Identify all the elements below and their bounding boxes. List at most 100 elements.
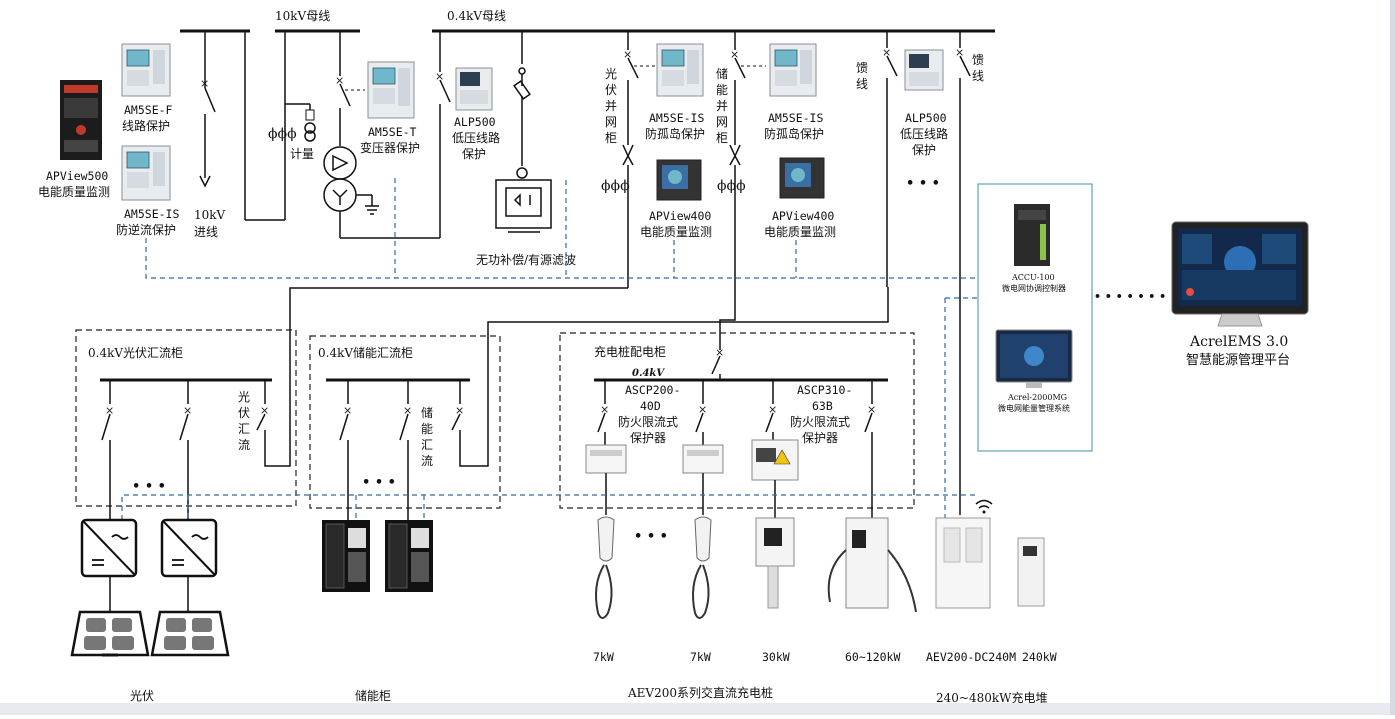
ascp200-device-a bbox=[585, 444, 627, 474]
feeder-b-0: 馈 bbox=[972, 53, 984, 67]
apview400-a-device bbox=[656, 159, 702, 201]
svg-text:×: × bbox=[403, 404, 412, 417]
charging-pile-aev200 bbox=[935, 499, 993, 609]
am5se-is-a-model: AM5SE-IS bbox=[649, 111, 704, 125]
comm-line-lower bbox=[121, 494, 978, 520]
am5se-t-desc: 变压器保护 bbox=[360, 140, 420, 155]
charging-terminal-240kw bbox=[1017, 537, 1045, 607]
pv-panel-1 bbox=[70, 610, 150, 657]
alp500-a-model: ALP500 bbox=[454, 115, 496, 129]
svg-text:×: × bbox=[730, 48, 739, 61]
alp500-b-desc1: 低压线路 bbox=[900, 126, 948, 141]
es-grid-cab-3: 网 bbox=[716, 115, 728, 129]
bus-04kv-label: 0.4kV母线 bbox=[447, 9, 506, 23]
label-7kw-b: 7kW bbox=[690, 650, 711, 664]
pv-grid-cab-3: 网 bbox=[605, 115, 617, 129]
transformer-hv-winding bbox=[323, 146, 357, 180]
charger-ellipsis: • • • bbox=[634, 529, 668, 544]
am5se-f-device bbox=[121, 43, 171, 97]
ascp200-l1: ASCP200- bbox=[625, 383, 680, 397]
bus-10kv-label: 10kV母线 bbox=[275, 9, 330, 23]
svg-text:×: × bbox=[335, 74, 344, 87]
am5se-t-model: AM5SE-T bbox=[368, 125, 417, 139]
pv-grid-cab-1: 伏 bbox=[605, 83, 617, 97]
breaker-x: × bbox=[200, 77, 209, 90]
apview400-a-desc: 电能质量监测 bbox=[640, 225, 712, 239]
comm-line-upper bbox=[145, 238, 978, 279]
es-side-0: 储 bbox=[421, 405, 433, 420]
am5se-is-a-device bbox=[656, 43, 704, 97]
ascp310-l3: 防火限流式 bbox=[790, 414, 850, 429]
am5se-t-device bbox=[367, 61, 415, 119]
accu-name: ACCU-100 bbox=[1011, 273, 1055, 282]
pv-combiner-cabinet bbox=[75, 329, 297, 507]
svg-text:×: × bbox=[183, 404, 192, 417]
ascp310-device bbox=[751, 439, 799, 481]
acrel2000-desc: 微电网能量管理系统 bbox=[998, 403, 1070, 413]
ascp310-l4: 保护器 bbox=[802, 431, 838, 445]
es-grid-cab-2: 并 bbox=[716, 99, 728, 113]
alp500-a-device bbox=[455, 67, 493, 111]
apview400-b-device bbox=[779, 157, 825, 199]
es-grid-cab-0: 储 bbox=[716, 66, 728, 81]
es-combiner-title: 0.4kV储能汇流柜 bbox=[318, 345, 413, 360]
am5se-is-left-device bbox=[121, 145, 171, 201]
label-chargers-group: AEV200系列交直流充电桩 bbox=[627, 685, 773, 700]
alp500-b-device bbox=[904, 49, 944, 91]
am5se-is-a-desc: 防孤岛保护 bbox=[645, 126, 705, 141]
alp500-a-desc2: 保护 bbox=[462, 147, 486, 161]
storage-cabinet-2 bbox=[385, 520, 433, 592]
pv-side-0: 光 bbox=[238, 390, 250, 404]
label-pv: 光伏 bbox=[130, 689, 154, 703]
am5se-f-model: AM5SE-F bbox=[124, 103, 173, 117]
ascp200-device-b bbox=[682, 444, 724, 474]
feeder-ellipsis: • • • bbox=[906, 176, 940, 191]
pv-grid-cab-2: 并 bbox=[605, 99, 617, 113]
pv-panel-2 bbox=[150, 610, 230, 657]
ascp200-l2: 40D bbox=[640, 399, 661, 413]
acrel2000-name: Acrel-2000MG bbox=[1007, 393, 1067, 402]
am5se-f-desc: 线路保护 bbox=[122, 118, 170, 133]
svg-text:×: × bbox=[260, 404, 269, 417]
label-7kw-a: 7kW bbox=[593, 650, 614, 664]
alp500-a-desc1: 低压线路 bbox=[452, 130, 500, 145]
pv-side-3: 流 bbox=[238, 438, 250, 452]
ct-symbols: ϕϕϕ bbox=[268, 126, 297, 142]
am5se-is-b-model: AM5SE-IS bbox=[768, 111, 823, 125]
label-aev200-dc240m: AEV200-DC240M bbox=[926, 650, 1016, 664]
svg-text:×: × bbox=[955, 46, 964, 59]
charging-bus-label: 0.4kV bbox=[632, 368, 665, 379]
apview500-desc: 电能质量监测 bbox=[38, 185, 110, 199]
feeder-a-0: 馈 bbox=[856, 61, 868, 75]
right-edge bbox=[1390, 0, 1395, 715]
ac-charger-7kw-a bbox=[595, 516, 615, 619]
svg-text:×: × bbox=[435, 70, 444, 83]
am5se-is-left-model: AM5SE-IS bbox=[124, 207, 179, 221]
pv-grid-cab-4: 柜 bbox=[605, 131, 617, 145]
svg-compensator-box bbox=[495, 179, 552, 229]
pv-inverter-2 bbox=[160, 518, 218, 578]
ascp200-l4: 保护器 bbox=[630, 431, 666, 445]
alp500-b-desc2: 保护 bbox=[912, 143, 936, 157]
svg-text:×: × bbox=[882, 46, 891, 59]
dc-charger-60-120kw bbox=[827, 517, 917, 613]
es-grid-cab-4: 柜 bbox=[716, 131, 728, 145]
am5se-is-b-desc: 防孤岛保护 bbox=[764, 126, 824, 141]
apview400-b-model: APView400 bbox=[772, 209, 834, 223]
metering-label: 计量 bbox=[290, 147, 314, 161]
svg-text:×: × bbox=[715, 346, 724, 359]
label-240kw: 240kW bbox=[1022, 650, 1057, 664]
apview500-model: APView500 bbox=[46, 169, 108, 183]
alp500-b-model: ALP500 bbox=[905, 111, 947, 125]
es-side-1: 能 bbox=[421, 422, 433, 436]
es-ellipsis: • • • bbox=[362, 475, 396, 490]
pv-inverter-1 bbox=[80, 518, 138, 578]
ascp200-l3: 防火限流式 bbox=[618, 414, 678, 429]
incoming-label-1: 10kV bbox=[194, 208, 226, 222]
pv-grid-cab-0: 光 bbox=[605, 67, 617, 81]
acrelems-monitor bbox=[1171, 221, 1309, 327]
label-storage: 储能柜 bbox=[355, 688, 391, 703]
dc-charger-30kw bbox=[755, 517, 795, 609]
feeder-a-1: 线 bbox=[856, 77, 868, 91]
